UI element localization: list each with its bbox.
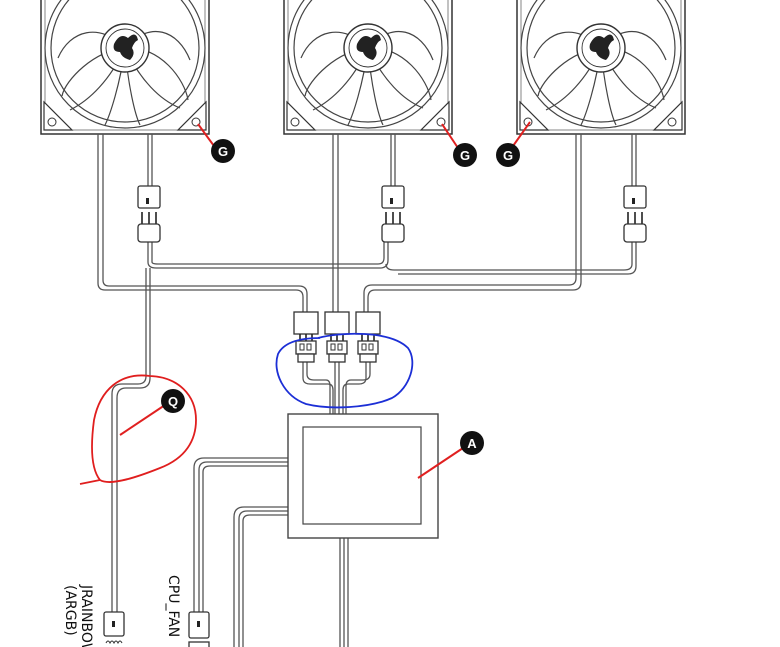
svg-text:JRAINBOW: JRAINBOW	[78, 584, 94, 647]
controller-box	[287, 413, 439, 539]
callout-g-3: G	[496, 143, 520, 167]
svg-text:G: G	[460, 148, 470, 163]
fan-1	[40, 0, 210, 135]
callout-a: A	[460, 431, 484, 455]
red-highlight-loop	[79, 374, 197, 485]
callout-q: Q	[161, 389, 185, 413]
argb-connector-fan-1	[137, 185, 161, 243]
fan-3	[516, 0, 686, 135]
jrainbow-connector	[103, 611, 125, 645]
fan-wiring	[97, 134, 637, 647]
svg-text:G: G	[218, 144, 228, 159]
callout-pointers	[119, 121, 531, 479]
callout-g-2: G	[453, 143, 477, 167]
cpu-fan-label: CPU_FAN	[165, 575, 181, 637]
fan-hub-connectors	[293, 311, 381, 363]
argb-connector-fan-2	[381, 185, 405, 243]
svg-text:(ARGB): (ARGB)	[62, 585, 78, 636]
svg-text:Q: Q	[168, 394, 178, 409]
callout-g-1: G	[211, 139, 235, 163]
jrainbow-label: JRAINBOW (ARGB)	[62, 584, 94, 647]
blue-highlight-loop	[275, 332, 414, 409]
svg-text:CPU_FAN: CPU_FAN	[165, 575, 181, 637]
svg-text:G: G	[503, 148, 513, 163]
svg-text:A: A	[467, 436, 477, 451]
cpu-fan-connector	[188, 611, 210, 647]
fan-2	[283, 0, 453, 135]
argb-connector-fan-3	[623, 185, 647, 243]
